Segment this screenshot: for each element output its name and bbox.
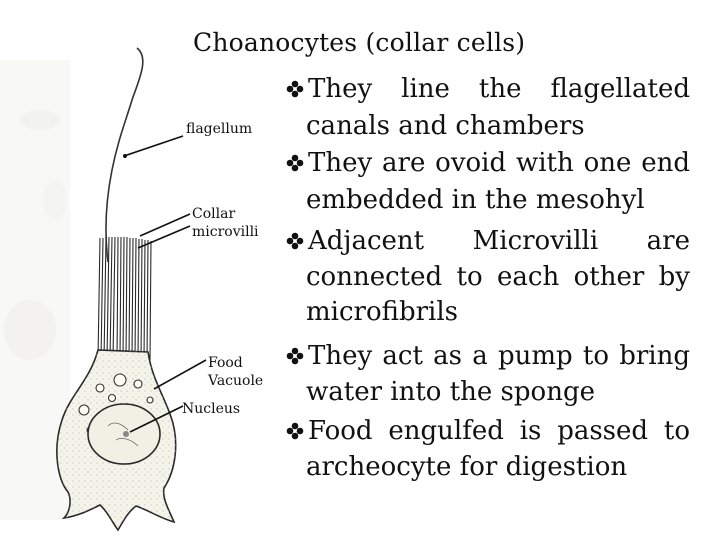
vacuole-label: Vacuole: [208, 373, 264, 389]
nucleus-label: Nucleus: [182, 401, 241, 417]
slide-title: Choanocytes (collar cells): [193, 28, 526, 57]
flagellum-label: flagellum: [186, 121, 253, 137]
flagellum-shape: [105, 47, 144, 263]
diamond-bullet-icon: [286, 80, 304, 98]
bullet-5-line-2: archeocyte for digestion: [306, 452, 628, 482]
bullet-1-line-1: They line the flagellated: [308, 74, 690, 104]
microvilli-label: microvilli: [192, 224, 259, 240]
diamond-bullet-icon: [286, 422, 304, 440]
bullet-5-line-1: Food engulfed is passed to: [308, 416, 690, 446]
diamond-bullet-icon: [286, 347, 304, 365]
leader-lines: [123, 135, 207, 433]
collar-label: Collar: [192, 206, 236, 222]
bullet-1-line-2: canals and chambers: [306, 111, 585, 141]
bullet-4-line-1: They act as a pump to bring: [308, 341, 690, 371]
bullet-4-line-2: water into the sponge: [306, 377, 595, 407]
food-label: Food: [208, 355, 243, 371]
bullet-3-line-2: connected to each other by: [306, 262, 690, 292]
collar-microvilli-shape: [97, 236, 152, 361]
background-page-texture: [0, 60, 70, 520]
diamond-bullet-icon: [286, 154, 304, 172]
bullet-2-line-2: embedded in the mesohyl: [306, 185, 645, 215]
diamond-bullet-icon: [286, 232, 304, 250]
bullet-2-line-1: They are ovoid with one end: [308, 148, 690, 178]
bullet-3-line-1: Adjacent Microvilli are: [308, 226, 690, 256]
bullet-3-line-3: microfibrils: [306, 297, 459, 327]
flagellum-pointer-dot: [123, 154, 127, 158]
